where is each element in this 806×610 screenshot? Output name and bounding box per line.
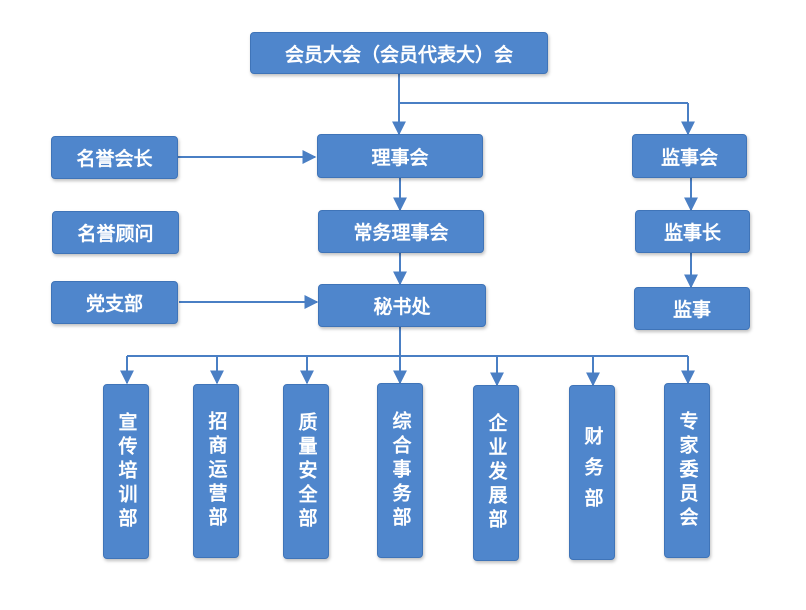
department-box: 企业发展部 <box>473 385 519 561</box>
department-box: 招商运营部 <box>193 384 239 558</box>
department-box: 宣传培训部 <box>103 384 149 559</box>
assembly-box: 会员大会（会员代表大）会 <box>250 32 548 74</box>
honorary-president-box: 名誉会长 <box>51 136 178 179</box>
chief-supervisor-box: 监事长 <box>635 210 750 253</box>
secretariat-box: 秘书处 <box>318 284 486 327</box>
supervisor-box: 监事 <box>634 287 750 330</box>
party-branch-box: 党支部 <box>51 281 178 324</box>
department-box: 专家委员会 <box>664 383 710 558</box>
supervisory-board-box: 监事会 <box>632 134 747 178</box>
standing-council-box: 常务理事会 <box>318 210 484 253</box>
department-box: 综合事务部 <box>377 383 423 558</box>
honorary-advisor-box: 名誉顾问 <box>52 211 179 254</box>
department-box: 财务部 <box>569 385 615 560</box>
council-box: 理事会 <box>317 134 483 178</box>
department-box: 质量安全部 <box>283 384 329 559</box>
